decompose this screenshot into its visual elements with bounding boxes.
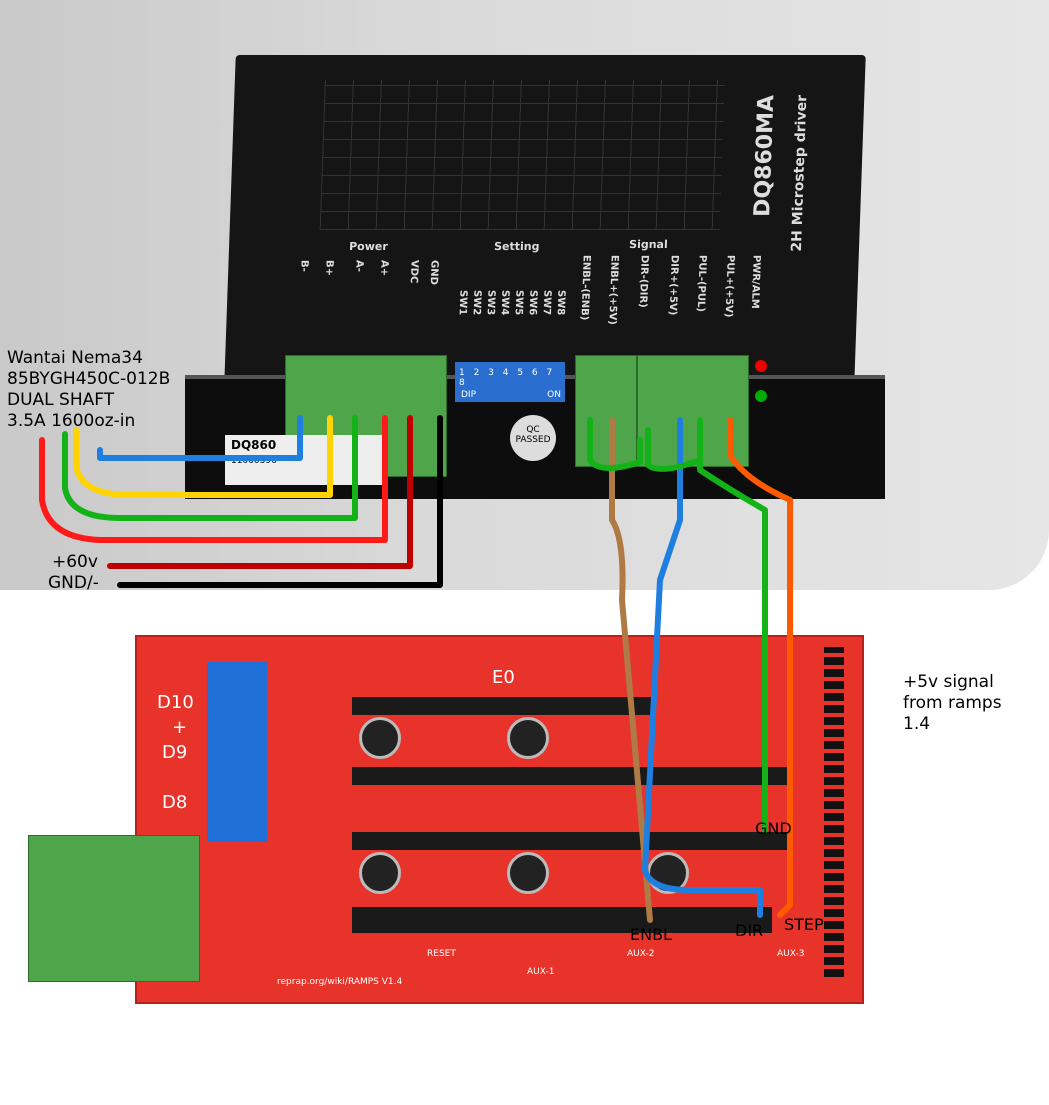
label-aux3: AUX-3	[777, 949, 805, 959]
signal-note-line: 1.4	[903, 714, 931, 734]
label-d9: D9	[162, 742, 188, 763]
wire-red-motor	[39, 415, 388, 543]
pin-header	[352, 767, 792, 785]
label-e0: E0	[492, 667, 515, 688]
pin-header-right	[824, 647, 844, 977]
wire-brown-enbl	[609, 417, 653, 923]
label-url: reprap.org/wiki/RAMPS V1.4	[277, 977, 403, 987]
signal-note-line: from ramps	[903, 693, 1002, 713]
signal-note-line: +5v signal	[903, 672, 994, 692]
wire-blue-dir	[642, 417, 763, 918]
label-plus: +	[172, 717, 188, 738]
signal-note: +5v signal from ramps 1.4	[903, 672, 1002, 735]
wire-blue-motor	[97, 415, 303, 461]
label-aux1: AUX-1	[527, 967, 555, 977]
label-pin-step: STEP	[784, 915, 824, 934]
dip-label: DIP	[461, 390, 477, 400]
motor-info: Wantai Nema34 85BYGH450C-012B DUAL SHAFT…	[7, 348, 170, 432]
motor-brand: Wantai Nema34	[7, 348, 143, 368]
label-d8: D8	[162, 792, 188, 813]
label-pin-gnd: GND	[755, 819, 792, 838]
qc-sticker: QC PASSED	[510, 415, 556, 461]
capacitor	[359, 852, 401, 894]
pin-header	[352, 697, 652, 715]
motor-spec: 3.5A 1600oz-in	[7, 411, 136, 431]
dip-switch[interactable]: 1 2 3 4 5 6 7 8 DIP ON	[455, 362, 565, 402]
label-aux2: AUX-2	[627, 949, 655, 959]
label-reset: RESET	[427, 949, 456, 959]
ramps-board: D10 + D9 D8 E0 RESET AUX-2 AUX-3 AUX-1 r…	[135, 635, 864, 1004]
enable-terminal-block	[575, 355, 637, 467]
capacitor	[507, 717, 549, 759]
wire-gnd	[117, 415, 443, 588]
capacitor	[507, 852, 549, 894]
pin-header	[352, 832, 792, 850]
dip-numbers: 1 2 3 4 5 6 7 8	[459, 368, 556, 388]
label-60v: +60v	[52, 552, 98, 572]
label-pin-dir: DIR	[735, 921, 764, 940]
pin-header	[352, 907, 772, 933]
capacitor	[359, 717, 401, 759]
dip-on-label: ON	[547, 390, 561, 400]
label-pin-enbl: ENBL	[630, 925, 672, 944]
sticker-model: DQ860	[231, 438, 277, 452]
wire-yellow-motor	[73, 415, 333, 498]
power-terminal-blue	[207, 662, 267, 842]
power-led	[755, 390, 767, 402]
label-gnd: GND/-	[48, 573, 99, 593]
wire-green-gnd	[587, 417, 768, 833]
wire-60v	[107, 415, 413, 569]
green-power-connector	[28, 835, 200, 982]
alarm-led	[755, 360, 767, 372]
label-d10: D10	[157, 692, 194, 713]
motor-shaft: DUAL SHAFT	[7, 390, 115, 410]
wire-green-motor	[62, 415, 358, 521]
motor-model: 85BYGH450C-012B	[7, 369, 171, 389]
wire-orange-step	[727, 417, 793, 918]
